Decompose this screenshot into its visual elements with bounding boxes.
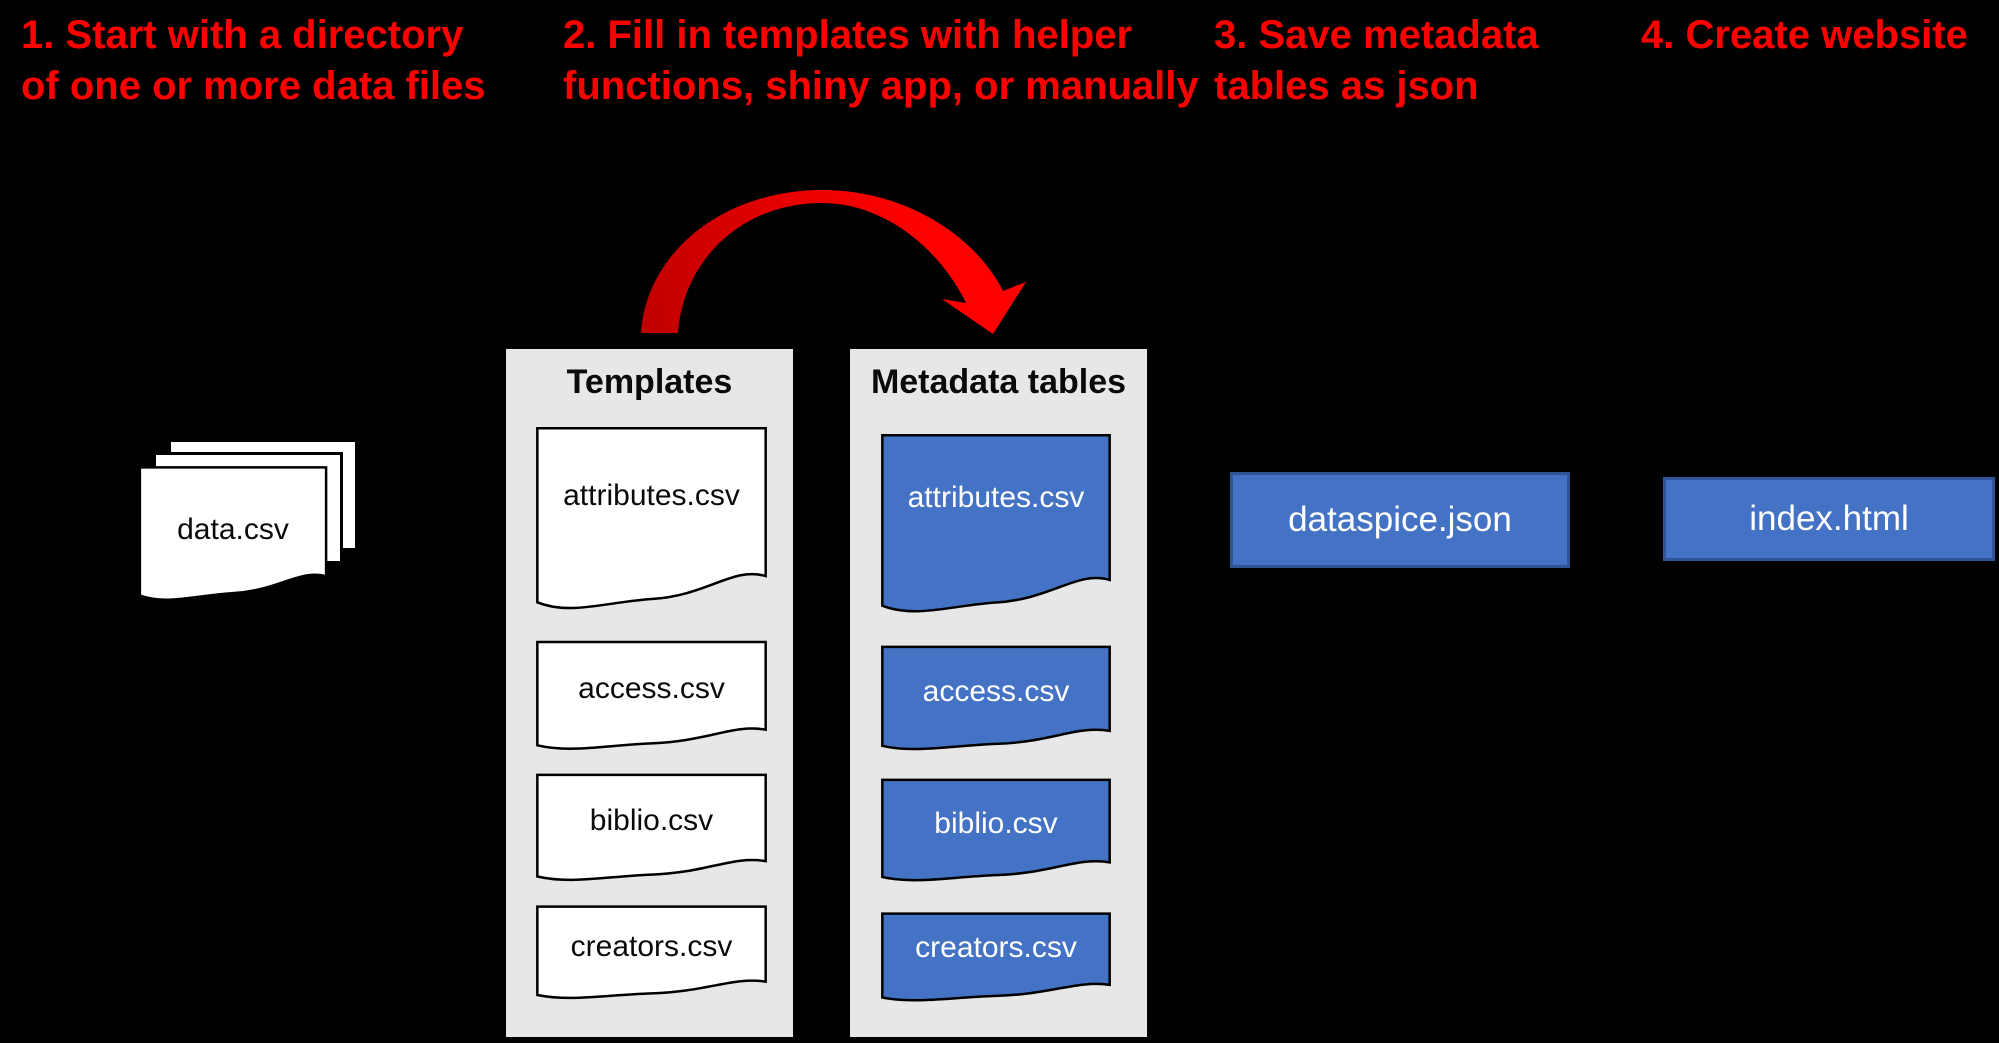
metadata-biblio-label: biblio.csv [934,807,1058,841]
templates-panel-title: Templates [566,363,733,401]
step1-line1: 1. Start with a directory [21,13,464,57]
metadata-panel-title: Metadata tables [870,363,1127,401]
template-biblio-label: biblio.csv [589,804,714,838]
template-creators-document: creators.csv [535,905,768,1005]
step1-heading: 1. Start with a directory of one or more… [21,10,486,112]
template-access-label: access.csv [578,672,725,706]
index-html-box: index.html [1663,477,1995,561]
document-icon [535,773,768,888]
step1-line2: of one or more data files [21,64,486,108]
metadata-access-document: access.csv [880,645,1112,757]
document-icon [880,432,1112,625]
step4-heading: 4. Create website [1641,10,1968,61]
step2-line1: 2. Fill in templates with helper [563,13,1133,57]
data-csv-label: data.csv [177,513,289,547]
step3-line2: tables as json [1214,64,1479,108]
data-files-stack: data.csv [138,439,360,611]
document-icon [138,465,328,610]
metadata-creators-label: creators.csv [915,931,1077,965]
dataspice-json-box: dataspice.json [1230,472,1570,568]
step4-line1: 4. Create website [1641,13,1968,57]
metadata-attributes-document: attributes.csv [880,432,1112,625]
data-csv-document: data.csv [138,465,328,610]
curved-arrow-icon [641,190,1026,334]
template-attributes-document: attributes.csv [535,425,768,622]
index-html-label: index.html [1749,499,1909,538]
metadata-creators-document: creators.csv [880,912,1112,1007]
metadata-tables-panel: Metadata tables attributes.csv access.cs… [850,349,1147,1037]
metadata-biblio-document: biblio.csv [880,778,1112,888]
step2-heading: 2. Fill in templates with helper functio… [563,10,1199,112]
templates-panel: Templates attributes.csv access.csv bibl… [506,349,793,1037]
document-icon [880,645,1112,757]
template-attributes-label: attributes.csv [563,478,740,512]
step3-heading: 3. Save metadata tables as json [1214,10,1539,112]
template-biblio-document: biblio.csv [535,773,768,888]
dataspice-json-label: dataspice.json [1288,500,1512,539]
document-icon [880,778,1112,888]
metadata-access-label: access.csv [922,675,1070,709]
template-creators-label: creators.csv [570,930,733,963]
document-icon [880,912,1112,1007]
document-icon [535,640,768,757]
document-icon [535,425,768,622]
document-icon [535,905,768,1005]
template-access-document: access.csv [535,640,768,757]
step3-line1: 3. Save metadata [1214,13,1539,57]
step2-line2: functions, shiny app, or manually [563,64,1199,108]
metadata-attributes-label: attributes.csv [907,480,1085,514]
